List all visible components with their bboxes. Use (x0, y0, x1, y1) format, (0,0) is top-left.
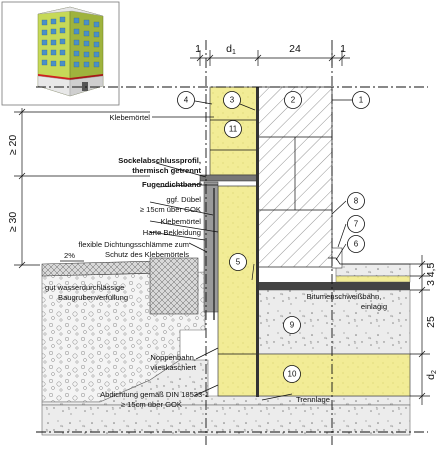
svg-text:1: 1 (359, 96, 364, 105)
label-dichtungsschlaemme-line1: flexible Dichtungsschlämme zum (78, 240, 189, 249)
insulation-etics (199, 86, 259, 397)
label-klebemoertel-top: Klebemörtel (109, 113, 150, 122)
dim-right-3: 3 (425, 280, 437, 286)
callout-4: 4 (177, 91, 195, 109)
label-verfuellung-line1: gut wasserdurchlässige (45, 283, 124, 292)
label-bitumenschweissbahn-line2: einlagig (361, 302, 387, 311)
label-sockelprofil-line1: Sockelabschlussprofil, (118, 156, 201, 165)
label-verfuellung-line2: Baugrubenverfüllung (58, 293, 128, 302)
svg-text:10: 10 (288, 370, 297, 379)
label-abdichtung-line1: Abdichtung gemäß DIN 18533-1 (100, 390, 209, 399)
callout-7: 7 (347, 215, 365, 233)
left-dimension-line (14, 108, 150, 269)
label-duebel-line1: ggf. Dübel (166, 195, 201, 204)
callout-2: 2 (284, 91, 302, 109)
callout-3: 3 (223, 91, 241, 109)
top-dimension-line (190, 50, 350, 66)
callout-5: 5 (229, 253, 247, 271)
dim-left-20: ≥ 20 (7, 135, 19, 156)
svg-text:9: 9 (290, 321, 295, 330)
callout-10: 10 (283, 365, 301, 383)
dim-right-45: 4,5 (425, 263, 437, 278)
label-dichtungsschlaemme-line2: Schutz des Klebemörtels (105, 250, 189, 259)
label-noppenbahn-line2: vlieskaschiert (150, 363, 196, 372)
callout-9: 9 (283, 316, 301, 334)
dim-top-1-left: 1 (195, 43, 201, 55)
building-thumbnail (1, 1, 120, 106)
callout-6: 6 (347, 235, 365, 253)
svg-text:8: 8 (354, 197, 359, 206)
leader-lines (149, 99, 353, 401)
foundation-concrete (41, 289, 411, 436)
right-dimension-line (410, 255, 430, 405)
dim-right-25: 25 (425, 316, 437, 328)
masonry-wall (257, 86, 411, 397)
label-slope-2pct: 2% (64, 251, 75, 260)
dim-right-d2: d2 (425, 370, 438, 380)
stone-block (149, 257, 199, 315)
svg-text:11: 11 (229, 125, 238, 134)
svg-text:5: 5 (236, 258, 241, 267)
dim-left-30: ≥ 30 (7, 212, 19, 233)
label-abdichtung-line2: ≥ 15cm über GOK (121, 400, 182, 409)
dim-top-d1: d1 (226, 43, 236, 56)
label-klebemoertel-mid: Klebemörtel (160, 217, 201, 226)
label-bitumenschweissbahn-line1: Bitumenschweißbahn, (307, 292, 382, 301)
dim-top-24: 24 (289, 43, 301, 55)
svg-text:4: 4 (184, 96, 189, 105)
floor-screed-right (258, 263, 411, 290)
callout-1: 1 (352, 91, 370, 109)
label-sockelprofil-line2: thermisch getrennt (132, 166, 201, 175)
label-noppenbahn-line1: Noppenbahn, (150, 353, 196, 362)
callout-11: 11 (224, 120, 242, 138)
svg-text:6: 6 (354, 240, 359, 249)
svg-text:7: 7 (354, 220, 359, 229)
svg-text:3: 3 (230, 96, 235, 105)
callout-8: 8 (347, 192, 365, 210)
label-trennlage: Trennlage (296, 395, 330, 404)
label-duebel-line2: ≥ 15cm über GOK (140, 205, 201, 214)
label-fugendichtband: Fugendichtband (142, 180, 201, 189)
dim-top-1-right: 1 (340, 43, 346, 55)
label-harte-bekleidung: Harte Bekleidung (143, 228, 201, 237)
svg-text:2: 2 (291, 96, 296, 105)
